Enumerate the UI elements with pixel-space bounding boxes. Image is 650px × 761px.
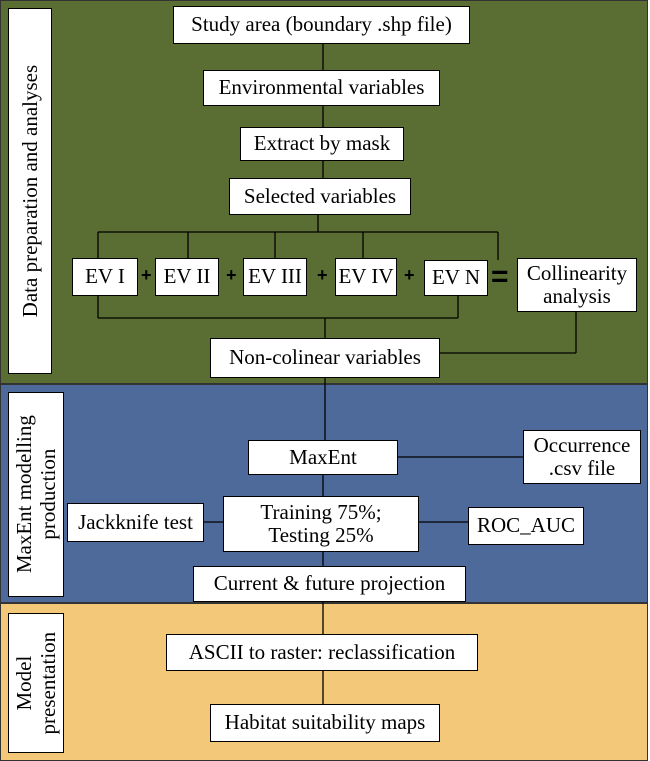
plus-operator-2: + xyxy=(226,265,237,285)
node-collinearity-line1: Collinearity xyxy=(526,260,628,285)
equals-operator: = xyxy=(491,260,509,293)
node-jackknife-test-label: Jackknife test xyxy=(78,509,193,534)
node-ev2: EV II xyxy=(155,258,219,296)
node-current-future-projection-label: Current & future projection xyxy=(213,571,446,596)
node-ev1-label: EV I xyxy=(85,264,125,289)
node-collinearity-line2: analysis xyxy=(543,284,611,308)
node-occurrence-line1: Occurrence xyxy=(533,432,631,457)
node-ev2-label: EV II xyxy=(163,264,211,289)
node-extract-by-mask: Extract by mask xyxy=(240,127,404,161)
node-study-area: Study area (boundary .shp file) xyxy=(173,6,470,44)
node-evn: EV N xyxy=(424,260,488,296)
node-ev3-label: EV III xyxy=(248,264,302,289)
node-ascii-to-raster: ASCII to raster: reclassification xyxy=(166,634,478,671)
node-ev1: EV I xyxy=(72,258,138,296)
section-label-maxent: MaxEnt modelling production xyxy=(8,392,64,597)
node-ascii-to-raster-label: ASCII to raster: reclassification xyxy=(188,639,456,664)
node-evn-label: EV N xyxy=(431,265,481,290)
plus-operator-1: + xyxy=(141,265,152,285)
node-occurrence-file-text: Occurrence .csv file xyxy=(533,432,631,480)
node-ev4: EV IV xyxy=(335,258,397,296)
node-maxent: MaxEnt xyxy=(248,440,398,475)
node-collinearity-analysis-text: Collinearity analysis xyxy=(526,260,628,308)
section-label-presentation: Model presentation xyxy=(8,613,64,753)
node-collinearity-analysis: Collinearity analysis xyxy=(517,258,637,312)
plus-operator-4: + xyxy=(404,265,415,285)
node-non-colinear-variables: Non-colinear variables xyxy=(210,338,440,378)
node-occurrence-file: Occurrence .csv file xyxy=(523,430,641,484)
plus-operator-3: + xyxy=(317,265,328,285)
section-label-data-preparation: Data preparation and analyses xyxy=(8,8,52,374)
node-non-colinear-variables-label: Non-colinear variables xyxy=(229,345,421,370)
node-training-testing: Training 75%; Testing 25% xyxy=(223,496,419,552)
node-training-line2: Testing 25% xyxy=(268,523,374,547)
node-roc-auc-label: ROC_AUC xyxy=(476,513,576,538)
node-habitat-suitability-maps-label: Habitat suitability maps xyxy=(224,710,426,735)
node-ev3: EV III xyxy=(243,258,307,296)
node-selected-variables-label: Selected variables xyxy=(243,183,397,208)
node-occurrence-line2: .csv file xyxy=(548,456,616,480)
node-current-future-projection: Current & future projection xyxy=(193,566,466,602)
node-training-line1: Training 75%; xyxy=(260,499,382,524)
node-roc-auc: ROC_AUC xyxy=(468,507,584,545)
node-training-testing-text: Training 75%; Testing 25% xyxy=(260,499,382,547)
node-maxent-label: MaxEnt xyxy=(289,444,357,469)
node-study-area-label: Study area (boundary .shp file) xyxy=(191,12,452,37)
node-environmental-variables: Environmental variables xyxy=(203,70,440,106)
node-extract-by-mask-label: Extract by mask xyxy=(253,131,391,156)
node-habitat-suitability-maps: Habitat suitability maps xyxy=(210,704,440,742)
node-environmental-variables-label: Environmental variables xyxy=(218,75,425,100)
node-jackknife-test: Jackknife test xyxy=(67,503,204,542)
node-ev4-label: EV IV xyxy=(338,264,394,289)
node-selected-variables: Selected variables xyxy=(229,178,411,215)
